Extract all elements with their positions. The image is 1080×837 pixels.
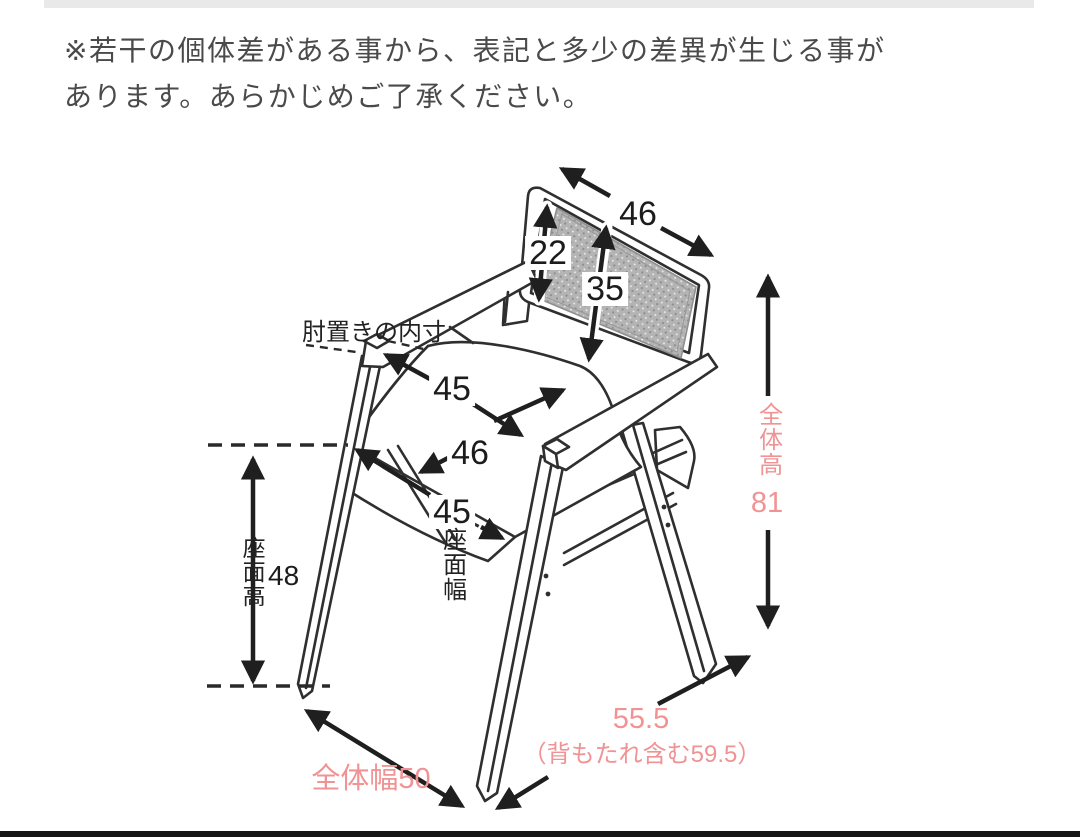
dim-overall-height: 81 bbox=[750, 487, 784, 519]
arrow-seat-width-right bbox=[478, 517, 506, 540]
dim-seat-width: 45 bbox=[429, 495, 475, 529]
arrow-overall-width bbox=[303, 709, 466, 808]
arrow-backrest-width-left bbox=[558, 167, 612, 198]
dim-overall-depth: 55.5 bbox=[612, 703, 670, 735]
arrow-overall-depth-front bbox=[494, 775, 550, 810]
disclaimer-line-1: ※若干の個体差がある事から、表記と多少の差異が生じる事が bbox=[64, 35, 886, 66]
right-armrest bbox=[541, 352, 719, 472]
page-top-strip bbox=[44, 0, 1034, 8]
disclaimer-text: ※若干の個体差がある事から、表記と多少の差異が生じる事が あります。あらかじめご… bbox=[64, 28, 1004, 120]
seat-crease bbox=[448, 325, 475, 345]
dim-backrest-width: 46 bbox=[619, 195, 657, 233]
front-right-leg bbox=[475, 454, 565, 803]
dim-armrest-inner: 45 bbox=[429, 372, 475, 406]
dim-overall-depth-note: （背もたれ含む59.5） bbox=[522, 741, 762, 768]
disclaimer-line-2: あります。あらかじめご了承ください。 bbox=[64, 81, 593, 112]
chair-drawing bbox=[296, 186, 719, 803]
dim-seat-depth: 46 bbox=[447, 436, 493, 470]
arrow-overall-depth-back bbox=[656, 655, 752, 706]
dim-backrest-height: 35 bbox=[582, 272, 628, 306]
page-bottom-bar bbox=[0, 831, 1080, 837]
dim-backrest-mesh-height: 22 bbox=[525, 236, 571, 270]
dim-seat-height: 48 bbox=[268, 560, 300, 591]
arrow-seat-width-left bbox=[353, 448, 432, 497]
front-left-leg bbox=[296, 354, 382, 700]
armrest-leader-dash-right bbox=[387, 339, 429, 352]
armrest-leader-dash-left bbox=[305, 343, 357, 354]
arrow-armrest-inner-left bbox=[382, 353, 432, 381]
arrow-backrest-width-right bbox=[659, 226, 715, 257]
dim-overall-width: 全体幅50 bbox=[311, 763, 431, 795]
label-seat-width: 座面幅 bbox=[438, 527, 466, 602]
label-armrest-inner: 肘置きの内寸 bbox=[302, 319, 446, 346]
seat-cushion bbox=[344, 340, 643, 563]
rear-right-leg bbox=[619, 421, 718, 685]
label-overall-height: 全体高 bbox=[754, 402, 782, 477]
arrow-seat-depth-front bbox=[417, 451, 450, 474]
arrow-seat-depth-back bbox=[493, 387, 567, 424]
label-seat-height: 座面高 bbox=[239, 536, 266, 608]
